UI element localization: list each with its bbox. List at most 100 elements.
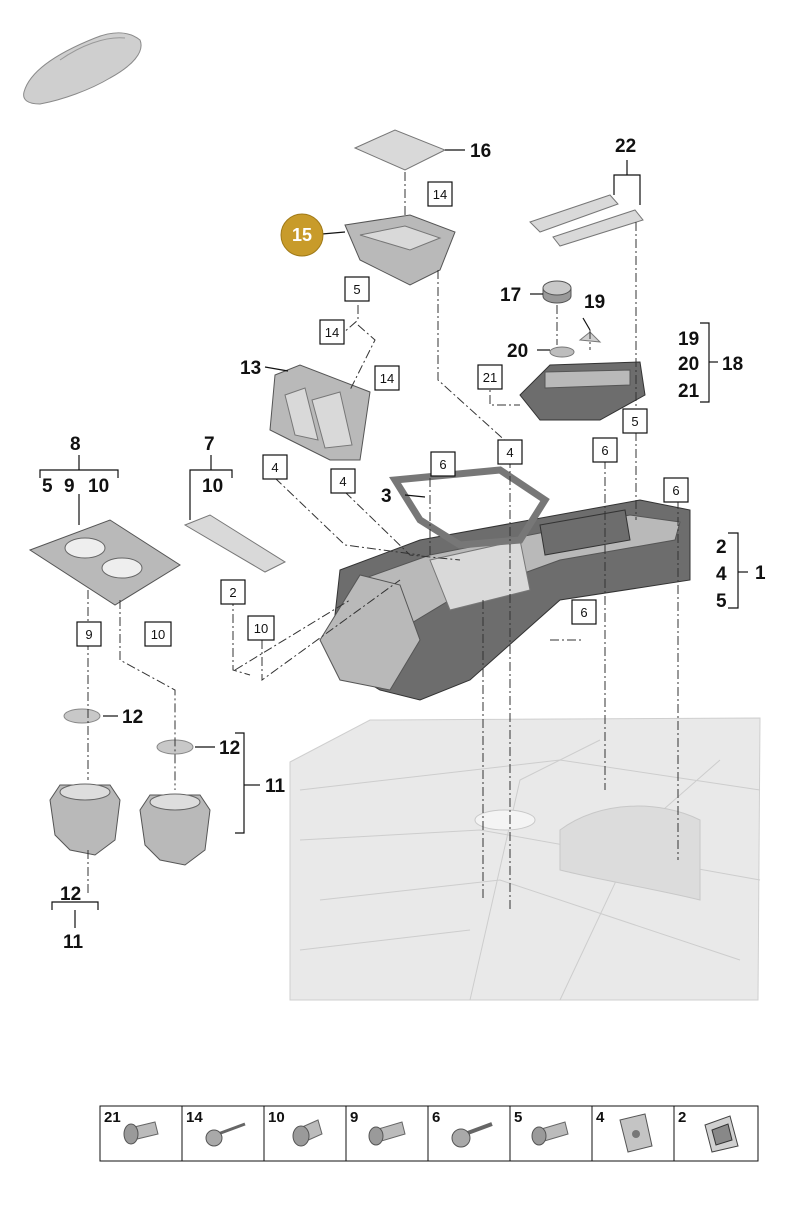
svg-text:14: 14 — [186, 1109, 203, 1126]
legend-cell-21[interactable]: 21 — [104, 1109, 159, 1145]
svg-text:14: 14 — [433, 187, 447, 202]
callout-21: 21 — [678, 381, 700, 402]
cover-strip-part — [183, 514, 287, 573]
svg-text:10: 10 — [268, 1109, 285, 1126]
tag-10-strip: 10 — [247, 615, 275, 641]
legend-cell-5[interactable]: 5 — [514, 1109, 569, 1146]
svg-text:4: 4 — [506, 445, 513, 460]
center-console-body-part — [319, 499, 691, 701]
svg-text:6: 6 — [432, 1109, 440, 1126]
cupholder-cover-part — [28, 519, 181, 606]
tag-5-tray: 5 — [344, 276, 370, 302]
rivet-icon — [123, 1121, 159, 1145]
callout-8: 8 — [70, 434, 81, 455]
tag-4-vent-right: 4 — [330, 468, 356, 494]
svg-text:6: 6 — [439, 457, 446, 472]
svg-text:5: 5 — [631, 414, 638, 429]
tag-21-panel: 21 — [477, 364, 503, 390]
rivet-icon — [368, 1121, 406, 1146]
svg-text:14: 14 — [380, 371, 394, 386]
svg-text:10: 10 — [254, 621, 268, 636]
callout-10-group7: 10 — [202, 476, 223, 497]
callout-17: 17 — [500, 285, 521, 306]
svg-text:4: 4 — [271, 460, 278, 475]
spring-clip-icon — [704, 1115, 739, 1153]
callout-11-right: 11 — [265, 776, 286, 797]
callout-22: 22 — [615, 136, 636, 157]
tag-4-center: 4 — [497, 439, 523, 465]
callout-11-bottom: 11 — [63, 932, 84, 953]
screw-icon — [451, 1122, 493, 1148]
tag-6-trim: 6 — [430, 451, 456, 477]
callout-2: 2 — [716, 537, 727, 558]
tag-9-cover: 9 — [76, 621, 102, 647]
callout-20-left: 20 — [507, 341, 528, 362]
air-vent-housing-part — [269, 364, 371, 461]
svg-text:5: 5 — [514, 1109, 522, 1126]
tag-14-vent-right: 14 — [374, 365, 400, 391]
callout-1: 1 — [755, 563, 766, 584]
callout-labels: 16 22 13 17 19 20 19 20 21 18 8 5 9 10 7… — [42, 136, 766, 953]
legend-cell-14[interactable]: 14 — [186, 1109, 246, 1147]
tag-6-right: 6 — [663, 477, 689, 503]
legend-cell-6[interactable]: 6 — [432, 1109, 493, 1148]
legend-cell-2[interactable]: 2 — [678, 1109, 739, 1153]
tag-14-vent-left: 14 — [319, 319, 345, 345]
trim-frame-part — [389, 466, 550, 549]
callout-5: 5 — [716, 591, 727, 612]
callout-10-group8: 10 — [88, 476, 109, 497]
svg-text:9: 9 — [85, 627, 92, 642]
callout-4: 4 — [716, 564, 727, 585]
callout-3: 3 — [381, 486, 392, 507]
svg-text:6: 6 — [672, 483, 679, 498]
legend-cell-9[interactable]: 9 — [350, 1109, 406, 1146]
legend-cell-10[interactable]: 10 — [268, 1109, 323, 1147]
tag-10-cover: 10 — [144, 621, 172, 647]
fastener-legend-table: 21 14 10 9 — [99, 1105, 759, 1162]
storage-tray-part — [344, 214, 456, 286]
callout-19: 19 — [678, 329, 699, 350]
tag-6-panel: 6 — [592, 437, 618, 463]
clip-nut-icon — [619, 1113, 653, 1153]
tag-4-vent-left: 4 — [262, 454, 288, 480]
tag-2-strip: 2 — [220, 579, 246, 605]
svg-text:9: 9 — [350, 1109, 358, 1126]
svg-text:14: 14 — [325, 325, 339, 340]
tag-6-front: 6 — [571, 599, 597, 625]
callout-7: 7 — [204, 434, 215, 455]
svg-text:6: 6 — [601, 443, 608, 458]
floor-pan-illustration — [289, 717, 761, 1001]
callout-9-group8: 9 — [64, 476, 75, 497]
callout-20: 20 — [678, 354, 699, 375]
callout-19-upper: 19 — [584, 292, 605, 313]
svg-text:2: 2 — [229, 585, 236, 600]
callout-16: 16 — [470, 141, 491, 162]
svg-text:6: 6 — [580, 605, 587, 620]
expansion-rivet-icon — [292, 1119, 323, 1147]
svg-text:10: 10 — [151, 627, 165, 642]
knob-part — [542, 280, 572, 304]
svg-text:15: 15 — [292, 225, 312, 245]
callout-12-bottom: 12 — [60, 884, 81, 905]
screw-icon — [205, 1122, 246, 1147]
highlight-bubble-15[interactable]: 15 — [280, 213, 324, 257]
callout-13: 13 — [240, 358, 261, 379]
tag-14-top: 14 — [427, 181, 453, 207]
svg-text:4: 4 — [596, 1109, 605, 1126]
control-panel-part — [519, 361, 646, 421]
callout-12-right: 12 — [219, 738, 240, 759]
callout-18: 18 — [722, 354, 743, 375]
callout-5-group8: 5 — [42, 476, 53, 497]
vehicle-thumbnail — [23, 32, 142, 105]
cupholder-parts — [49, 783, 211, 866]
legend-cell-4[interactable]: 4 — [596, 1109, 653, 1153]
tag-5-panel: 5 — [622, 408, 648, 434]
rivet-icon — [531, 1121, 569, 1146]
svg-text:2: 2 — [678, 1109, 686, 1126]
svg-text:4: 4 — [339, 474, 346, 489]
svg-text:5: 5 — [353, 282, 360, 297]
cover-strips-part — [529, 194, 644, 247]
storage-mat-part — [353, 129, 447, 171]
leader-lines — [39, 149, 748, 928]
